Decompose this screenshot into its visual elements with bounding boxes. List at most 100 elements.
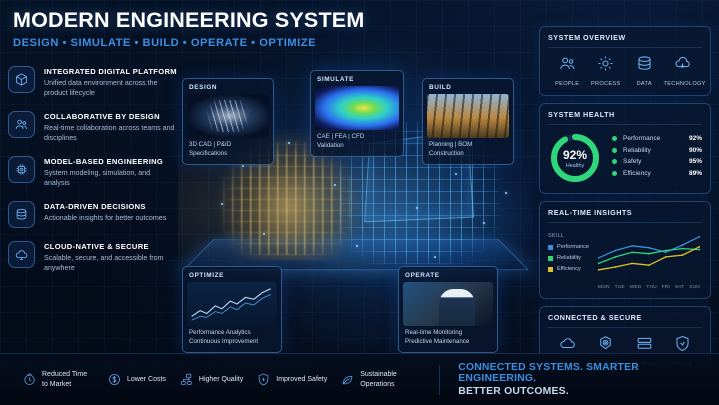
right-rail: SYSTEM OVERVIEW PEOPLE PROCESS DATA TECH… xyxy=(539,26,711,383)
health-metric-row: Reliability 90% xyxy=(612,147,702,154)
feature-title: DATA-DRIVEN DECISIONS xyxy=(44,202,146,212)
stage-card-caption: Real-time Monitoring Predictive Maintena… xyxy=(405,329,470,345)
feature-title: CLOUD-NATIVE & SECURE xyxy=(44,242,149,252)
hero-visualization: DESIGN 3D CAD | P&ID Specifications SIMU… xyxy=(170,30,540,353)
chart-point xyxy=(631,262,634,265)
x-tick-label: WED xyxy=(629,285,642,290)
vertical-divider xyxy=(439,364,441,395)
chart-point xyxy=(664,251,667,254)
leaf-icon xyxy=(342,375,353,385)
chart-point xyxy=(597,262,600,265)
x-tick-label: SUN xyxy=(689,285,700,290)
feature-item-cloud-native-secure[interactable]: CLOUD-NATIVE & SECURE Scalable, secure, … xyxy=(8,241,180,273)
people-icon xyxy=(560,57,575,70)
stage-card-caption: CAE | FEA | CFD Validation xyxy=(317,133,365,149)
metric-value: 89% xyxy=(688,169,702,177)
legend-swatch xyxy=(548,255,553,261)
stage-card-caption: 3D CAD | P&ID Specifications xyxy=(189,141,232,157)
database-icon xyxy=(638,56,651,70)
panel-title: CONNECTED & SECURE xyxy=(548,313,702,328)
stage-card-tag: OPTIMIZE xyxy=(189,272,224,279)
simulation-fea-thumbnail xyxy=(315,86,399,130)
overview-item-process[interactable]: PROCESS xyxy=(587,54,626,87)
x-tick-label: FRI xyxy=(661,285,670,290)
health-score-label: Healthy xyxy=(565,162,585,169)
cloud-icon xyxy=(560,338,575,348)
metric-name: Performance xyxy=(623,135,661,142)
overview-label: TECHNOLOGY xyxy=(663,81,706,87)
stage-card-simulate[interactable]: SIMULATE CAE | FEA | CFD Validation xyxy=(310,70,404,157)
analytics-trend-thumbnail xyxy=(187,282,277,326)
stage-card-tag: SIMULATE xyxy=(317,76,354,83)
quality-icon xyxy=(181,373,192,385)
page-title: MODERN ENGINEERING SYSTEM xyxy=(13,8,365,32)
feature-item-model-based-engineering[interactable]: MODEL-BASED ENGINEERING System modeling,… xyxy=(8,156,180,188)
chart-legend: SKILL Performance Reliability Efficiency xyxy=(548,229,590,290)
chart-point xyxy=(614,256,617,258)
construction-site-thumbnail xyxy=(427,94,509,138)
metric-value: 90% xyxy=(688,146,702,154)
feature-desc: System modeling, simulation, and analysi… xyxy=(44,169,151,188)
overview-item-people[interactable]: PEOPLE xyxy=(548,54,587,87)
panel-title: SYSTEM OVERVIEW xyxy=(548,33,702,48)
chart-point xyxy=(614,249,617,252)
cloud-download-icon xyxy=(675,56,690,69)
benefit-higher-quality[interactable]: Higher Quality xyxy=(179,372,243,387)
panel-system-overview: SYSTEM OVERVIEW PEOPLE PROCESS DATA TECH… xyxy=(539,26,711,96)
legend-swatch xyxy=(548,244,553,250)
tagline: CONNECTED SYSTEMS. SMARTER ENGINEERING. … xyxy=(440,362,719,397)
chart-point xyxy=(681,247,684,250)
status-dot xyxy=(612,147,617,153)
feature-desc: Unified data environment across the prod… xyxy=(44,79,158,98)
stage-card-design[interactable]: DESIGN 3D CAD | P&ID Specifications xyxy=(182,78,274,165)
feature-desc: Scalable, secure, and accessible from an… xyxy=(44,254,164,273)
legend-entry[interactable]: Reliability xyxy=(548,255,590,261)
tagline-line-2: BETTER OUTCOMES. xyxy=(458,386,569,397)
benefit-reduced-time-to-market[interactable]: Reduced Time to Market xyxy=(22,370,94,389)
shield-check-icon xyxy=(676,335,689,352)
benefit-lower-costs[interactable]: Lower Costs xyxy=(107,372,166,387)
stage-card-caption: Planning | BOM Construction xyxy=(429,141,473,157)
chart-point xyxy=(664,249,667,252)
chart-series-efficiency xyxy=(598,246,700,271)
legend-label: Performance xyxy=(557,244,590,250)
chart-point xyxy=(698,235,701,238)
benefit-label: Improved Safety xyxy=(276,375,328,383)
chart-point xyxy=(614,266,617,268)
chart-point xyxy=(681,254,684,256)
operator-monitoring-thumbnail xyxy=(403,282,493,326)
stage-card-operate[interactable]: OPERATE Real-time Monitoring Predictive … xyxy=(398,266,498,353)
legend-entry[interactable]: Performance xyxy=(548,244,590,250)
stage-card-optimize[interactable]: OPTIMIZE Performance Analytics Continuou… xyxy=(182,266,282,353)
shield-icon xyxy=(258,373,269,386)
benefit-sustainable-operations[interactable]: Sustainable Operations xyxy=(340,370,412,389)
insights-line-chart xyxy=(596,229,702,283)
metric-value: 92% xyxy=(688,135,702,142)
feature-item-data-driven-decisions[interactable]: DATA-DRIVEN DECISIONS Actionable insight… xyxy=(8,201,180,229)
panel-real-time-insights: REAL-TIME INSIGHTS SKILL Performance Rel… xyxy=(539,201,711,299)
health-donut-chart: 92% Healthy xyxy=(548,131,602,185)
stage-card-caption: Performance Analytics Continuous Improve… xyxy=(189,329,259,345)
benefit-improved-safety[interactable]: Improved Safety xyxy=(256,372,327,387)
gear-icon xyxy=(598,56,613,71)
cube-icon xyxy=(8,66,35,93)
feature-item-collaborative-by-design[interactable]: COLLABORATIVE BY DESIGN Real-time collab… xyxy=(8,111,180,143)
mini-trend-chart xyxy=(190,285,274,323)
overview-item-technology[interactable]: TECHNOLOGY xyxy=(663,54,706,87)
overview-item-data[interactable]: DATA xyxy=(625,54,664,87)
x-tick-label: SAT xyxy=(674,285,685,290)
metric-name: Efficiency xyxy=(623,169,651,177)
legend-heading: SKILL xyxy=(548,233,565,239)
status-dot xyxy=(612,170,617,176)
tagline-line-1: CONNECTED SYSTEMS. SMARTER ENGINEERING. xyxy=(458,362,639,384)
chart-point xyxy=(631,244,634,247)
feature-item-integrated-digital-platform[interactable]: INTEGRATED DIGITAL PLATFORM Unified data… xyxy=(8,66,180,98)
feature-title: COLLABORATIVE BY DESIGN xyxy=(44,112,160,122)
feature-title: MODEL-BASED ENGINEERING xyxy=(44,157,164,167)
stage-card-build[interactable]: BUILD Planning | BOM Construction xyxy=(422,78,514,165)
legend-entry[interactable]: Efficiency xyxy=(548,266,590,272)
feature-desc: Actionable insights for better outcomes xyxy=(44,214,167,223)
overview-label: PEOPLE xyxy=(555,81,580,87)
chart-point xyxy=(597,268,600,271)
feature-desc: Real-time collaboration across teams and… xyxy=(44,124,175,143)
